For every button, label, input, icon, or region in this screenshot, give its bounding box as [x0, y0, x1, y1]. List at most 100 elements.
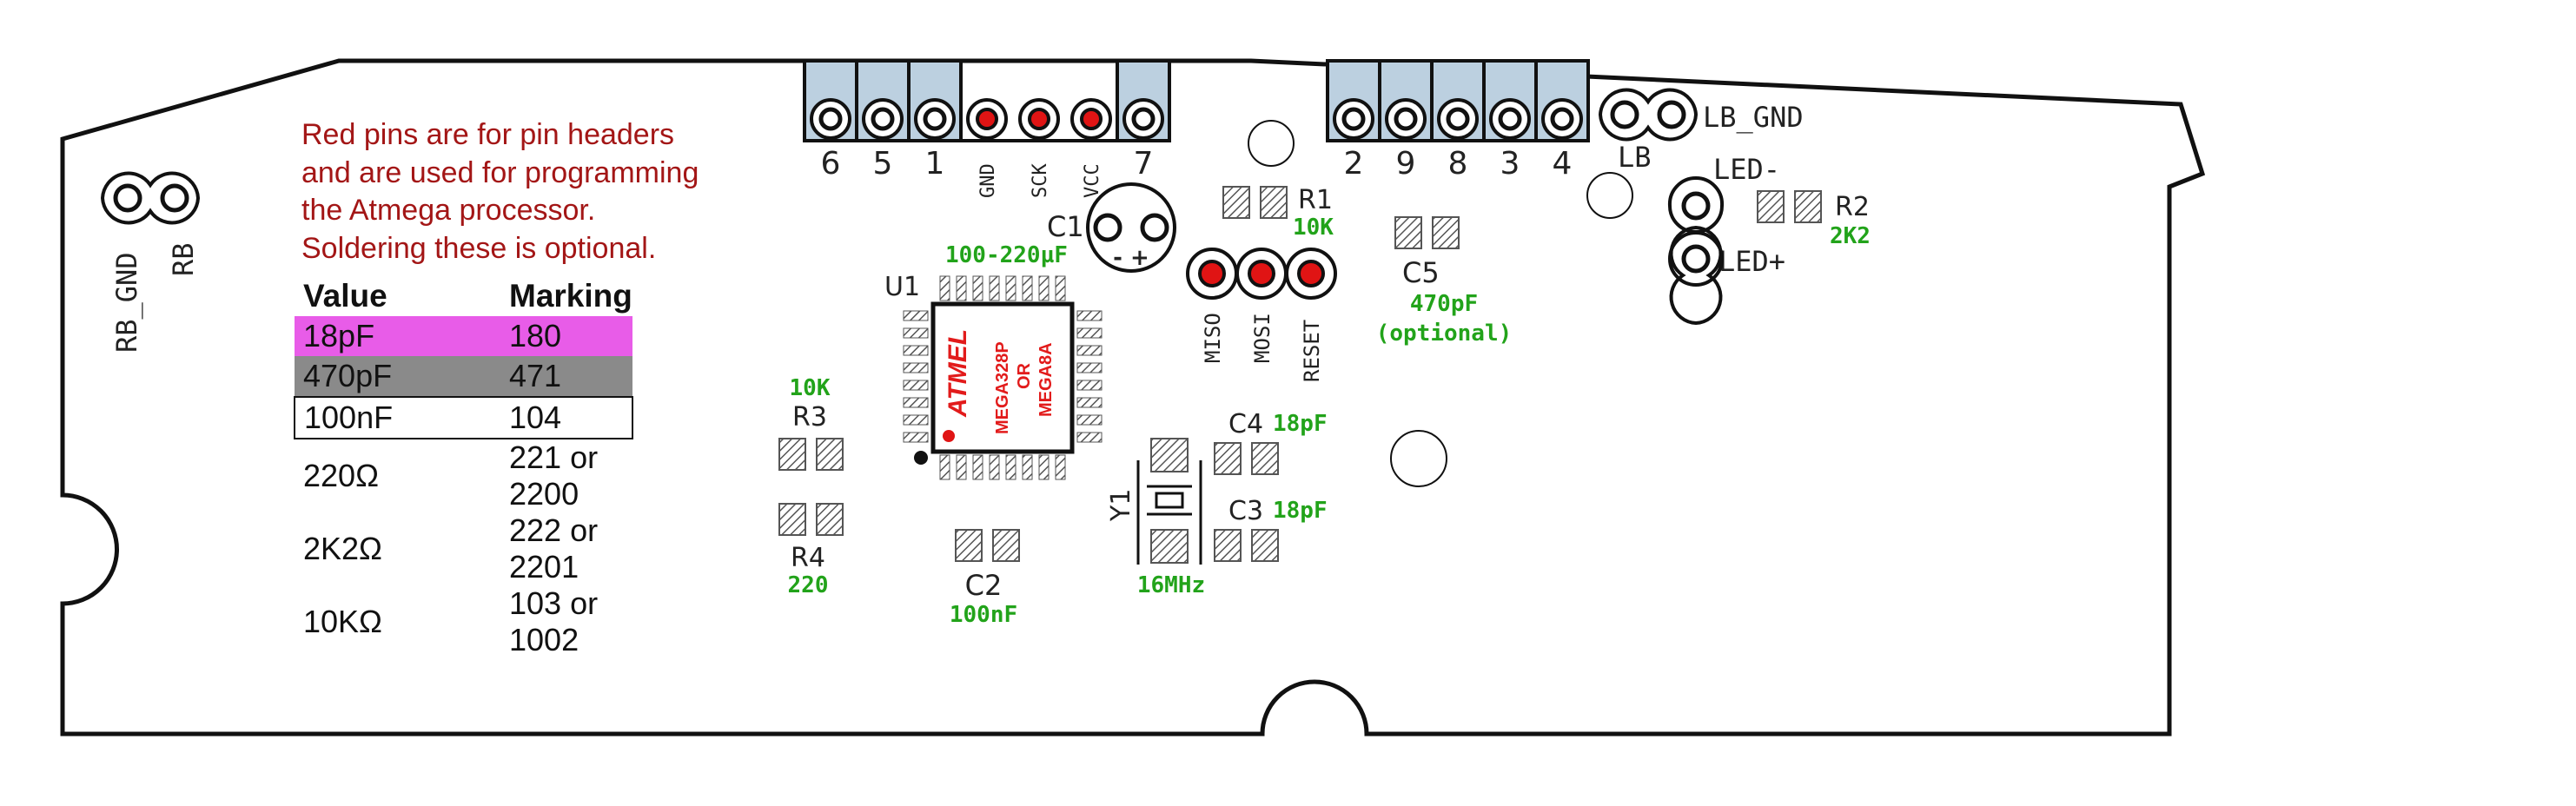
pin-label-sck: SCK [1030, 163, 1051, 198]
mounting-hole [1586, 172, 1633, 219]
c5-value: 470pF [1410, 291, 1478, 317]
resistor-r3: 10K R3 [778, 375, 844, 471]
cell-value: 10KΩ [303, 604, 382, 639]
capacitor-c1: - + C1 100-220µF [945, 182, 1176, 273]
cell-marking: 221 or 2200 [509, 439, 599, 512]
rb-connector: RB_GND RB [100, 171, 201, 353]
board-outline [60, 58, 2206, 737]
pin-label-3: 3 [1500, 146, 1520, 182]
ic-pad [1076, 362, 1103, 373]
led-minus-label: LED- [1713, 153, 1780, 186]
y1-ref: Y1 [1106, 489, 1136, 522]
r2-ref: R2 [1835, 192, 1870, 222]
header-marking: Marking [509, 278, 632, 314]
ic-pad [1076, 397, 1103, 408]
ic-u1: ATMEL MEGA328P OR MEGA8A U1 [884, 272, 1103, 480]
ic-pad [1005, 454, 1016, 480]
ic-pad [1076, 345, 1103, 356]
pin-label-2: 2 [1344, 146, 1364, 182]
c5-ref: C5 [1402, 256, 1440, 289]
cell-value: 470pF [295, 356, 500, 397]
ic-pad [903, 327, 929, 339]
cell-marking: 103 or 1002 [509, 585, 599, 657]
cell-marking: 222 or 2201 [509, 512, 599, 585]
r4-ref: R4 [791, 543, 825, 573]
pin-label-8: 8 [1448, 146, 1468, 182]
ic-pad [1076, 310, 1103, 321]
c3-value: 18pF [1273, 498, 1328, 524]
isp-label-mosi: MOSI [1250, 313, 1275, 363]
capacitor-c2: C2 100nF [950, 529, 1020, 628]
isp-header: MISO MOSI RESET [1186, 248, 1337, 382]
rb-label: RB [167, 242, 200, 276]
resistor-r1: R1 10K [1222, 185, 1334, 241]
pin-label-6: 6 [821, 146, 841, 182]
programming-note: Red pins are for pin headers and are use… [301, 116, 753, 268]
note-line: the Atmega processor. [301, 194, 596, 227]
lb-label: LB [1618, 141, 1652, 174]
r1-value: 10K [1293, 215, 1334, 241]
c2-ref: C2 [965, 569, 1003, 602]
u1-chip-line1: MEGA328P [993, 341, 1012, 434]
y1-value: 16MHz [1137, 572, 1205, 598]
note-line: Red pins are for pin headers [301, 118, 675, 151]
cell-marking: 180 [500, 316, 632, 356]
c4-ref: C4 [1228, 409, 1263, 439]
ic-pad [903, 362, 929, 373]
ic-pad [989, 454, 1000, 480]
ic-pad [956, 454, 967, 480]
ic-pad [972, 454, 983, 480]
header-right: 2 9 8 3 4 [1326, 59, 1590, 182]
c2-value: 100nF [950, 602, 1017, 628]
led-plus-label: LED+ [1718, 245, 1785, 278]
mounting-hole [1390, 430, 1447, 487]
ic-pad [1022, 275, 1033, 301]
c1-polarity: - + [1113, 245, 1149, 271]
ic-pad [1076, 414, 1103, 426]
table-row: 100nF 104 [294, 396, 633, 439]
c1-value: 100-220µF [945, 242, 1068, 268]
c4-value: 18pF [1273, 411, 1328, 437]
pin-label-vcc: VCC [1082, 163, 1103, 198]
pin-label-5: 5 [873, 146, 893, 182]
capacitor-c4: C4 18pF [1214, 409, 1328, 475]
lb-gnd-label: LB_GND [1703, 101, 1804, 134]
u1-chip-line2: OR [1015, 362, 1034, 389]
pin-label-1: 1 [925, 146, 945, 182]
cell-marking: 104 [500, 396, 633, 439]
led-connector-outline [1667, 175, 1725, 287]
ic-pad [939, 454, 950, 480]
ic-pad [903, 414, 929, 426]
mounting-hole [1248, 120, 1295, 167]
u1-logo: ATMEL [944, 329, 972, 418]
led-connector: LED- LED+ [1669, 153, 1785, 326]
ic-pad [903, 310, 929, 321]
capacitor-c3: C3 18pF [1214, 496, 1328, 562]
table-row: 470pF 471 [295, 356, 632, 397]
ic-pad [1076, 380, 1103, 391]
r1-ref: R1 [1298, 185, 1333, 215]
r4-value: 220 [788, 572, 829, 598]
cell-value: 220Ω [303, 458, 379, 493]
ic-pad [1076, 327, 1103, 339]
note-line: Soldering these is optional. [301, 231, 657, 265]
ic-pad [903, 380, 929, 391]
cell-value: 2K2Ω [303, 531, 382, 566]
note-line: and are used for programming [301, 155, 699, 189]
c1-ref: C1 [1047, 210, 1084, 243]
marking-table: Value Marking 18pF 180 470pF 471 100nF 1… [294, 276, 633, 658]
rb-gnd-label: RB_GND [110, 252, 143, 353]
lb-connector: LB LB_GND [1598, 88, 1804, 174]
ic-pad [903, 345, 929, 356]
u1-chip-line3: MEGA8A [1036, 342, 1056, 417]
pin-label-9: 9 [1396, 146, 1416, 182]
table-header-row: Value Marking [295, 276, 632, 316]
c5-note: (optional) [1376, 320, 1513, 347]
ic-pad [903, 397, 929, 408]
table-row: 2K2Ω 222 or 2201 [295, 512, 632, 585]
table-row: 18pF 180 [295, 316, 632, 356]
r2-value: 2K2 [1830, 223, 1871, 249]
pin-label-7: 7 [1134, 146, 1154, 182]
ic-pad [1055, 454, 1066, 480]
